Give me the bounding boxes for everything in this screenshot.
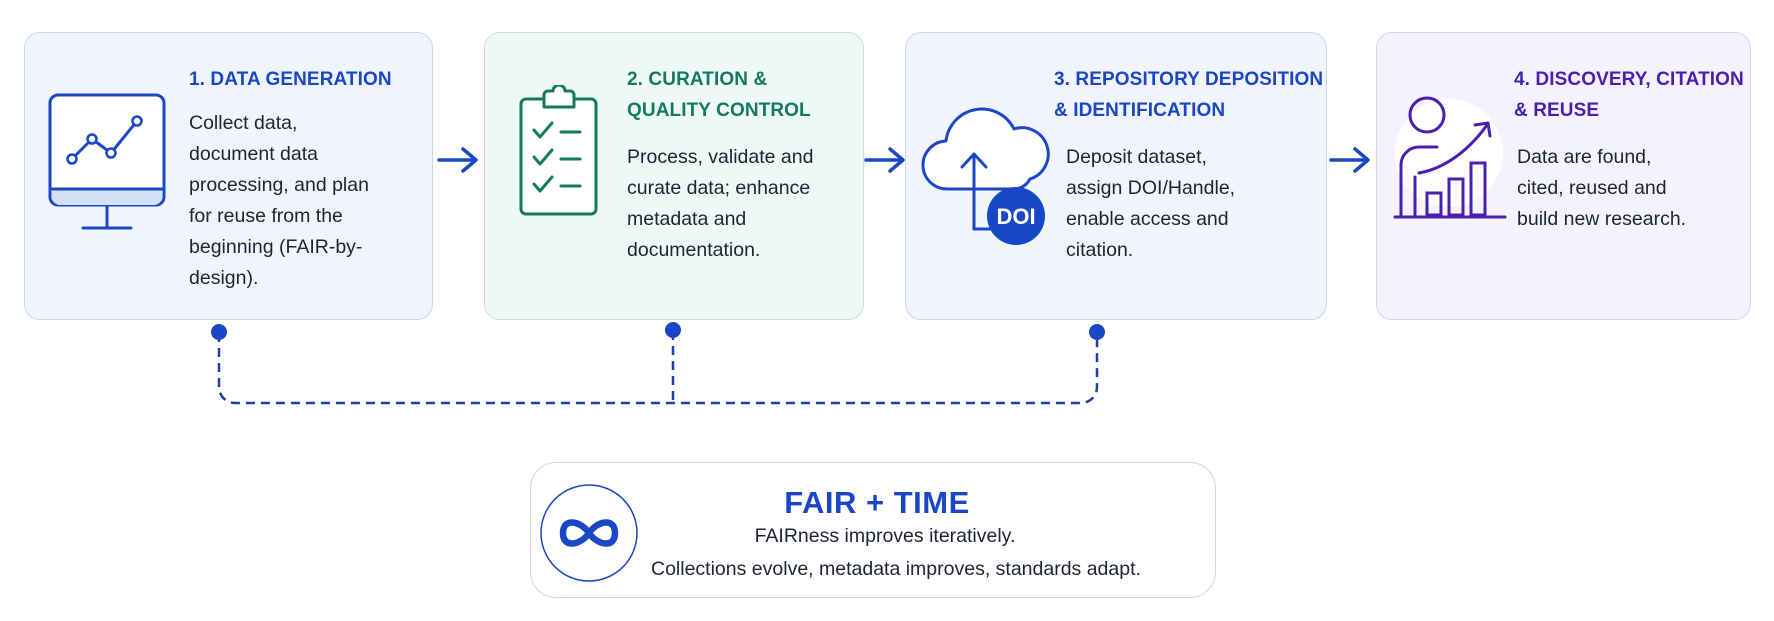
- person-growth-chart-icon: [1387, 93, 1517, 233]
- connector-dot: [665, 322, 681, 338]
- stage-description: Process, validate and curate data; enhan…: [627, 146, 814, 261]
- fair-time-title: FAIR + TIME: [784, 485, 970, 520]
- connector-dot: [211, 324, 227, 340]
- cloud-upload-doi-icon: DOI: [920, 99, 1055, 249]
- stage-card-curation-quality-control: 2. CURATION & QUALITY CONTROL Process, v…: [484, 32, 864, 320]
- arrow-right-icon: [437, 146, 481, 174]
- fair-time-description: Collections evolve, metadata improves, s…: [651, 558, 1141, 580]
- fair-time-subtitle: FAIRness improves iteratively.: [754, 525, 1016, 547]
- stage-description: Deposit dataset, assign DOI/Handle, enab…: [1066, 146, 1236, 261]
- stage-card-repository-deposition: DOI 3. REPOSITORY DEPOSITION & IDENTIFIC…: [905, 32, 1327, 320]
- stage-title: 4. DISCOVERY, CITATION & REUSE: [1514, 69, 1744, 121]
- stage-description: Collect data, document data processing, …: [189, 112, 369, 289]
- stage-title: 2. CURATION & QUALITY CONTROL: [627, 69, 811, 121]
- fair-time-panel: FAIR + TIME FAIRness improves iterativel…: [530, 462, 1216, 598]
- monitor-line-chart-icon: [47, 91, 169, 241]
- stage-title: 1. DATA GENERATION: [189, 69, 392, 90]
- arrow-right-icon: [1329, 146, 1373, 174]
- doi-badge-label: DOI: [996, 204, 1035, 229]
- stage-card-discovery-citation-reuse: 4. DISCOVERY, CITATION & REUSE Data are …: [1376, 32, 1751, 320]
- clipboard-checklist-icon: [518, 85, 600, 219]
- infinity-icon: [539, 483, 639, 583]
- stage-card-data-generation: 1. DATA GENERATION Collect data, documen…: [24, 32, 433, 320]
- connector-dot: [1089, 324, 1105, 340]
- stage-description: Data are found, cited, reused and build …: [1517, 146, 1687, 230]
- arrow-right-icon: [864, 146, 908, 174]
- stage-title: 3. REPOSITORY DEPOSITION & IDENTIFICATIO…: [1054, 69, 1324, 121]
